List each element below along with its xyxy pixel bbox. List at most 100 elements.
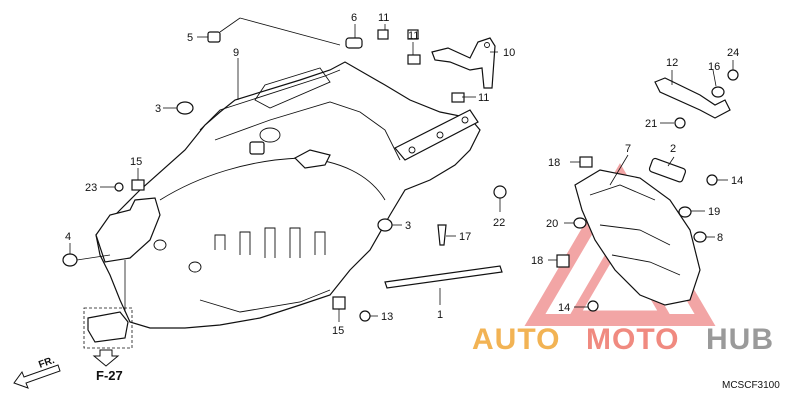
- fender-hole-2: [188, 261, 202, 273]
- flange-hole-3: [461, 116, 469, 124]
- callout-16: 16: [708, 61, 720, 73]
- splash-panel: [574, 157, 701, 306]
- fender-ribs: [214, 227, 326, 258]
- nut-15b: [332, 296, 346, 310]
- grommet-3b: [377, 218, 393, 232]
- fender-clip: [249, 141, 265, 155]
- front-label: FR.: [37, 355, 56, 371]
- ref-arrow-icon: [92, 349, 120, 367]
- ref-box: [83, 307, 133, 349]
- callout-10: 10: [503, 47, 515, 59]
- clip-11c: [407, 54, 421, 65]
- reflector: [648, 157, 687, 183]
- splash-panel-shell: [574, 169, 701, 306]
- cushion-6: [345, 37, 363, 49]
- nut-15a: [131, 179, 145, 191]
- fender-flange: [394, 109, 479, 161]
- callout-5: 5: [187, 32, 193, 44]
- fender-hole-1: [153, 239, 167, 251]
- front-indicator: FR.: [13, 355, 61, 389]
- callout-14a: 14: [731, 175, 743, 187]
- callout-23: 23: [85, 182, 97, 194]
- watermark-hub: HUB: [706, 323, 774, 356]
- ref-f27: F-27: [83, 307, 133, 383]
- callout-21: 21: [645, 118, 657, 130]
- callout-18b: 18: [531, 255, 543, 267]
- watermark-moto: MOTO: [586, 323, 679, 356]
- clip-22: [493, 185, 507, 199]
- callout-15a: 15: [130, 156, 142, 168]
- bolt-14a: [706, 174, 718, 186]
- splash-panel-lines: [589, 184, 681, 276]
- callout-14b: 14: [558, 302, 570, 314]
- grommet-8: [693, 231, 707, 243]
- nut-21: [674, 117, 686, 129]
- callout-15b: 15: [332, 325, 344, 337]
- stay-rod: [384, 265, 503, 289]
- clip-18a: [579, 156, 593, 168]
- clip-11a: [377, 29, 389, 40]
- clip-11b: [407, 29, 419, 40]
- callout-11c: 11: [478, 92, 489, 104]
- grommet-20: [573, 217, 587, 229]
- callout-4: 4: [65, 231, 71, 243]
- bolt-17: [437, 224, 447, 246]
- fender-vent: [254, 67, 331, 109]
- fender-left-flap: [95, 197, 161, 263]
- bracket-12-body: [654, 77, 731, 119]
- callout-3b: 3: [405, 220, 411, 232]
- bracket-12: [654, 77, 731, 119]
- callout-1: 1: [437, 309, 443, 321]
- ref-label: F-27: [96, 368, 123, 383]
- callout-2: 2: [670, 143, 676, 155]
- clip-18b: [556, 254, 570, 268]
- grommet-3: [176, 101, 194, 115]
- fender-boss: [259, 127, 281, 143]
- clip-11d: [451, 92, 465, 103]
- callout-labels: 1 2 3 3 4 5 6 7 8 9 10 11 11 11 12 13 14…: [65, 12, 743, 337]
- leader-lines: [69, 17, 734, 322]
- hardware: [62, 29, 739, 343]
- bracket-10-body: [431, 37, 496, 89]
- bolt-24: [727, 69, 739, 81]
- callout-24: 24: [727, 47, 739, 59]
- callout-11a: 11: [378, 12, 389, 24]
- callout-20: 20: [546, 218, 558, 230]
- screw-23: [114, 182, 124, 192]
- grommet-4: [62, 253, 78, 267]
- callout-19: 19: [708, 206, 720, 218]
- bolt-14b: [587, 300, 599, 312]
- flange-hole-2: [436, 131, 444, 139]
- fender-inner-edge: [214, 101, 401, 161]
- callout-11b: 11: [408, 30, 419, 42]
- fender-bottom-lip: [199, 289, 331, 313]
- collar-19: [678, 206, 692, 218]
- fender-top-rim: [199, 69, 341, 131]
- diagram-code: MCSCF3100: [722, 380, 780, 391]
- fender-tab: [294, 149, 331, 169]
- callout-8: 8: [717, 232, 723, 244]
- callout-9: 9: [233, 47, 239, 59]
- ref-part-f27: [87, 311, 129, 343]
- callout-18a: 18: [548, 157, 560, 169]
- rear-fender: [95, 61, 481, 329]
- callout-17: 17: [459, 231, 471, 243]
- callout-6: 6: [351, 12, 357, 24]
- callout-3a: 3: [155, 103, 161, 115]
- watermark-text: AUTO MOTO HUB: [472, 323, 774, 356]
- fender-shell: [95, 61, 481, 329]
- washer-16: [711, 86, 725, 98]
- callout-12: 12: [666, 57, 678, 69]
- callout-22: 22: [493, 217, 505, 229]
- grommet-5: [207, 31, 221, 43]
- callout-7: 7: [625, 143, 631, 155]
- callout-13: 13: [381, 311, 393, 323]
- screw-13: [359, 310, 371, 322]
- flange-hole-1: [408, 146, 416, 154]
- watermark-auto: AUTO: [472, 323, 560, 356]
- front-arrow-icon: [13, 364, 61, 389]
- bracket-10-hole: [484, 42, 490, 48]
- bracket-10: [431, 37, 496, 89]
